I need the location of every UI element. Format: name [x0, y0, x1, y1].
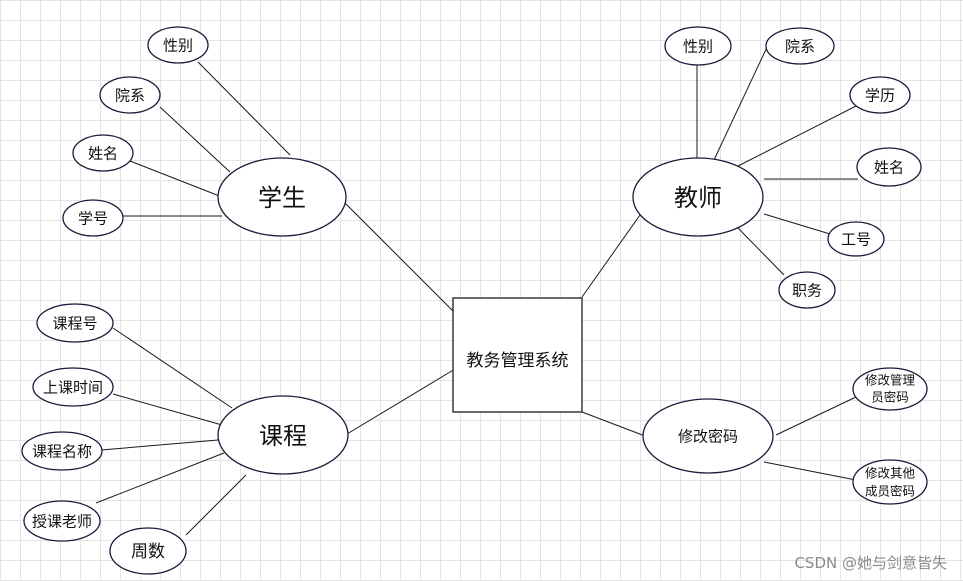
teacher-attr-staffid-label: 工号 — [841, 231, 871, 249]
teacher-attr-position-label: 职务 — [792, 282, 822, 300]
teacher-attr-name: 姓名 — [856, 147, 922, 187]
edge-student-gender — [197, 61, 291, 156]
edge-course-weeks — [185, 474, 247, 536]
course-entity: 课程 — [217, 395, 349, 475]
edge-course-id — [112, 327, 233, 409]
change-password-label: 修改密码 — [678, 428, 738, 446]
system-label: 教务管理系统 — [467, 351, 569, 371]
teacher-attr-department-label: 院系 — [785, 38, 815, 56]
password-attr-other-line1: 修改其他 — [865, 466, 916, 481]
student-attr-name-label: 姓名 — [88, 145, 118, 163]
teacher-attr-staffid: 工号 — [827, 221, 885, 257]
edge-course-name — [100, 439, 219, 451]
system-node: 教务管理系统 — [452, 297, 583, 413]
course-attr-name-label: 课程名称 — [32, 443, 92, 461]
teacher-entity: 教师 — [632, 157, 764, 237]
password-attr-admin-line1: 修改管理 — [865, 373, 916, 388]
course-attr-instructor: 授课老师 — [23, 500, 101, 542]
edge-course-classtime — [112, 393, 223, 426]
edge-teacher-position — [737, 227, 785, 276]
course-attr-id: 课程号 — [36, 303, 114, 343]
change-password-entity: 修改密码 — [642, 398, 774, 474]
course-attr-weeks: 周数 — [109, 527, 187, 575]
edge-password-admin — [775, 396, 857, 436]
password-attr-other: 修改其他 成员密码 — [852, 459, 928, 505]
edge-student-department — [159, 106, 231, 173]
course-label: 课程 — [259, 422, 307, 450]
student-attr-gender-label: 性别 — [163, 37, 193, 55]
student-attr-id: 学号 — [62, 199, 124, 237]
teacher-attr-gender-label: 性别 — [683, 38, 713, 56]
course-attr-classtime: 上课时间 — [32, 367, 114, 407]
student-label: 学生 — [258, 184, 306, 212]
connectors — [95, 44, 861, 536]
edge-password-other — [763, 461, 857, 481]
watermark: CSDN @她与剑意皆失 — [794, 554, 947, 572]
edge-teacher-system — [581, 214, 641, 298]
course-attr-weeks-label: 周数 — [131, 542, 165, 562]
teacher-attr-department: 院系 — [765, 27, 835, 65]
student-attr-department: 院系 — [99, 76, 161, 114]
teacher-label: 教师 — [674, 184, 722, 212]
teacher-attr-education-label: 学历 — [865, 87, 895, 105]
course-attr-id-label: 课程号 — [52, 315, 97, 333]
student-entity: 学生 — [217, 157, 347, 237]
teacher-attr-name-label: 姓名 — [874, 159, 904, 177]
edge-password-system — [581, 411, 646, 437]
edge-student-system — [344, 202, 456, 314]
password-attr-other-line2: 成员密码 — [865, 484, 915, 499]
password-attr-admin: 修改管理 员密码 — [852, 367, 928, 411]
student-attr-id-label: 学号 — [78, 210, 108, 228]
edge-course-system — [346, 368, 456, 435]
student-attr-gender: 性别 — [147, 26, 209, 64]
edge-teacher-department — [713, 44, 769, 161]
edge-student-name — [129, 160, 223, 198]
student-attr-department-label: 院系 — [115, 87, 145, 105]
teacher-attr-education: 学历 — [849, 76, 911, 114]
edge-teacher-education — [737, 103, 861, 167]
teacher-attr-position: 职务 — [778, 271, 836, 309]
course-attr-classtime-label: 上课时间 — [43, 379, 103, 397]
course-attr-instructor-label: 授课老师 — [32, 513, 92, 531]
course-attr-name: 课程名称 — [21, 431, 103, 471]
edge-course-instructor — [95, 452, 225, 504]
edge-teacher-staffid — [763, 213, 831, 235]
teacher-attr-gender: 性别 — [664, 26, 732, 66]
password-attr-admin-line2: 员密码 — [871, 390, 909, 405]
student-attr-name: 姓名 — [72, 134, 134, 172]
